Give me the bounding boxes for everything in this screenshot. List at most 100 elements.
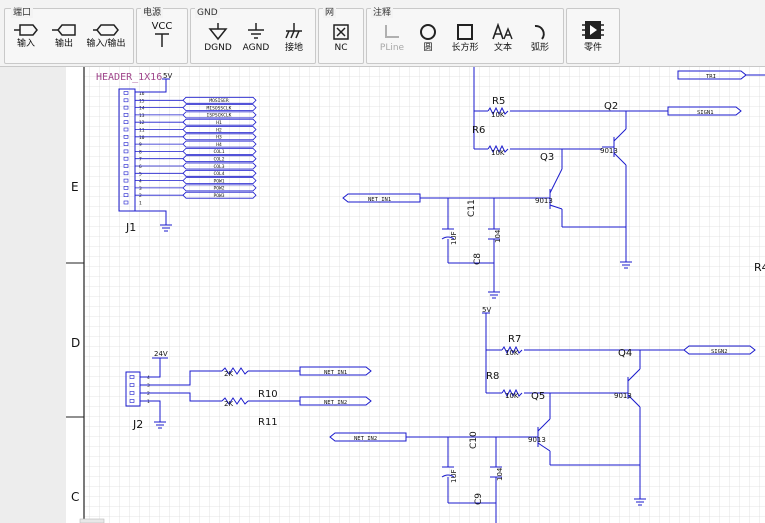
j1-net-label[interactable] <box>182 104 257 111</box>
j1-pin <box>123 105 129 110</box>
j2-gnd-symbol <box>154 421 166 429</box>
part-button[interactable]: 零件 <box>575 19 611 57</box>
net-label-net-in2-left[interactable]: NET_IN2 <box>299 396 372 406</box>
j1-pin <box>123 127 129 132</box>
rectangle-button[interactable]: 长方形 <box>447 23 483 61</box>
c9-designator: C9 <box>474 493 484 505</box>
resistor-r6[interactable]: R6 10K <box>472 125 509 157</box>
j1-header[interactable]: HEADER_1X16 5V 16151413121110987654321MO… <box>96 72 257 234</box>
j1-net-label[interactable] <box>182 177 257 184</box>
j1-net-label-text: POW2 <box>213 186 224 192</box>
pline-button[interactable]: PLine <box>375 23 409 61</box>
j1-pin-number: 9 <box>139 142 142 148</box>
j1-net-label[interactable] <box>182 155 257 163</box>
schematic-canvas[interactable]: E D C R4 HEADER_1X16 5V 1615141312111098… <box>0 67 765 523</box>
net-label-net-in1-right[interactable]: NET_IN1 <box>342 193 421 203</box>
transistor-q4[interactable]: Q4 9013 <box>614 348 641 408</box>
row-label-d: D <box>71 336 80 350</box>
text-icon <box>492 23 513 40</box>
j1-net-label[interactable] <box>182 148 257 155</box>
dgnd-icon <box>208 23 228 41</box>
j1-pin <box>123 142 129 146</box>
r7-value: 10K <box>505 349 519 357</box>
j1-net-label[interactable] <box>182 169 257 177</box>
agnd-label: AGND <box>242 43 270 53</box>
resistor-r5[interactable]: R5 10K <box>487 96 509 119</box>
net-label-tri[interactable]: TRI <box>677 70 765 80</box>
sheet-tab[interactable] <box>79 518 105 523</box>
resistor-r10[interactable]: 2K R10 <box>221 367 278 400</box>
j1-net-label[interactable] <box>182 162 257 170</box>
j1-pin-number: 8 <box>139 149 142 155</box>
text-button[interactable]: 文本 <box>487 23 519 61</box>
capacitor-c11[interactable]: C11 1UF <box>441 199 477 245</box>
j1-net-label[interactable] <box>182 191 257 199</box>
bidir-port-button[interactable]: 输入/输出 <box>83 23 129 61</box>
dgnd-button[interactable]: DGND <box>201 23 235 61</box>
circle-icon <box>420 24 436 40</box>
resistor-r8[interactable]: R8 10K <box>486 371 523 400</box>
j1-net-label-text: MOSISER <box>209 98 229 104</box>
net-label-net-in2-right[interactable]: NET_IN2 <box>329 432 407 442</box>
transistor-q5[interactable]: Q5 9013 <box>526 391 551 452</box>
gnd-symbol-upper-left <box>488 291 500 299</box>
j1-net-label[interactable] <box>182 140 257 148</box>
text-label: 文本 <box>493 43 512 53</box>
j1-net-label-text: ISPSCKCLK <box>207 113 232 119</box>
j1-gnd-wire <box>135 210 167 225</box>
gnd-group: GND DGND AGND 接地 <box>190 8 316 64</box>
rectangle-icon <box>457 24 473 40</box>
transistor-q2[interactable]: Q2 9013 <box>600 101 627 166</box>
capacitor-c10[interactable]: C10 1UF <box>441 431 479 483</box>
net-label-sign1[interactable]: SIGN1 <box>667 106 742 116</box>
j1-pin <box>123 120 129 125</box>
j1-net-label[interactable] <box>182 126 257 133</box>
output-port-button[interactable]: 输出 <box>49 23 79 61</box>
annotation-group-label: 注释 <box>371 8 394 18</box>
rectangle-label: 长方形 <box>451 43 479 53</box>
port-group: 端口 输入 输出 输入/输出 <box>4 8 134 64</box>
part-group: 零件 <box>566 8 620 64</box>
j1-net-label[interactable] <box>182 184 257 192</box>
resistor-r11[interactable]: 2K R11 <box>221 397 278 428</box>
arc-button[interactable]: 弧形 <box>523 23 557 61</box>
q4-part: 9013 <box>614 392 632 400</box>
r10-value: 2K <box>224 370 233 378</box>
q3-designator: Q3 <box>540 152 554 163</box>
r6-designator: R6 <box>472 125 485 136</box>
circle-button[interactable]: 圆 <box>413 23 443 61</box>
j1-net-label[interactable] <box>182 118 257 126</box>
j1-net-label[interactable] <box>182 133 257 141</box>
schematic-sheet[interactable]: E D C R4 HEADER_1X16 5V 1615141312111098… <box>0 67 765 523</box>
vcc-button[interactable]: VCC <box>145 21 179 59</box>
c10-designator: C10 <box>469 431 479 449</box>
earth-button[interactable]: 接地 <box>277 23 311 61</box>
grid <box>84 67 765 523</box>
q5-designator: Q5 <box>531 391 545 402</box>
j2-body <box>125 371 141 407</box>
j2-pin-number: 3 <box>147 383 150 389</box>
j1-pins: 16151413121110987654321MOSISERMISOSSCLKI… <box>123 91 257 207</box>
capacitor-c8[interactable]: 104 C8 <box>473 228 502 265</box>
j1-net-label[interactable] <box>182 96 257 104</box>
agnd-icon <box>248 23 264 39</box>
r8-designator: R8 <box>486 371 499 382</box>
row-label-c: C <box>71 490 79 504</box>
j1-power-wire <box>135 85 167 93</box>
resistor-r7[interactable]: R7 10K <box>501 334 523 357</box>
j1-net-label[interactable] <box>182 111 257 119</box>
nc-button[interactable]: NC <box>325 23 357 61</box>
net-label-net-in1-left[interactable]: NET_IN1 <box>299 366 372 376</box>
agnd-button[interactable]: AGND <box>239 23 273 61</box>
transistor-q3[interactable]: Q3 9013 <box>535 152 563 210</box>
j1-pin <box>123 149 129 154</box>
sign2-text: SIGN2 <box>711 349 728 355</box>
port-bidir-icon <box>93 24 119 36</box>
j1-pin <box>123 186 129 190</box>
input-port-button[interactable]: 输入 <box>11 23 41 61</box>
capacitor-c9[interactable]: 104 C9 <box>474 466 504 505</box>
j1-net-label-text: COL3 <box>213 164 224 170</box>
net-label-sign2[interactable]: SIGN2 <box>683 345 756 355</box>
